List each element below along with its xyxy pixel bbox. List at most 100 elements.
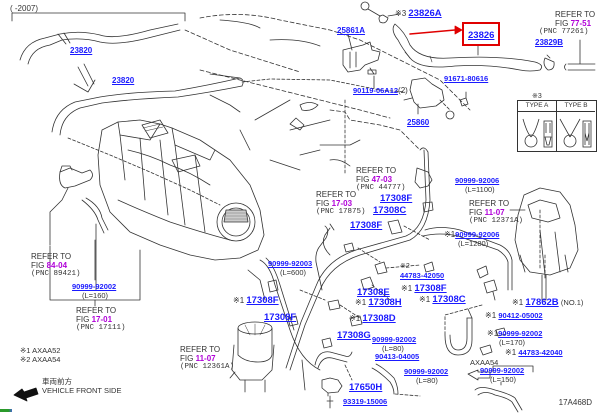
ref-fig-prefix: FIG xyxy=(76,315,90,324)
engine-head-outline xyxy=(184,14,471,151)
intake-manifold xyxy=(97,119,265,261)
length: (L=160) xyxy=(82,291,109,300)
part-23826A[interactable]: 23826A xyxy=(408,8,442,19)
part-90412-05002[interactable]: 90412-05002 xyxy=(498,311,543,320)
note-mark: ※1 xyxy=(233,296,245,305)
type-b-header: TYPE B xyxy=(557,102,595,112)
hose-23820-old xyxy=(19,23,179,61)
part-91671-80616[interactable]: 91671-80616 xyxy=(444,74,489,83)
ref-fig-prefix: FIG xyxy=(31,261,45,270)
part-17308F-a[interactable]: 17308F xyxy=(380,193,413,204)
part-17308F-d-label: ※1 17308F xyxy=(233,295,279,306)
ref-11-07-lower: REFER TO FIG 11-07 (PNC 12361A) xyxy=(180,345,234,372)
length: (L=80) xyxy=(416,376,438,385)
part-17308G[interactable]: 17308G xyxy=(337,330,371,341)
fig-link-84-04[interactable]: 84-04 xyxy=(46,261,68,270)
status-strip xyxy=(0,409,12,412)
part-44783-42040-label: ※1 44783-42040 xyxy=(505,348,563,357)
part-17308F-b[interactable]: 17308F xyxy=(350,220,383,231)
part-23826A-label: ※3 23826A xyxy=(395,8,442,19)
part-23820-upper[interactable]: 23820 xyxy=(70,46,93,55)
ref-77-51: REFER TO FIG 77-51 (PNC 77261) xyxy=(539,10,596,37)
part-17308C-b-label: ※1 17308C xyxy=(419,294,466,305)
part-17308E[interactable]: 17308E xyxy=(357,287,390,298)
part-17862B-label: ※1 17862B (NO.1) xyxy=(512,297,584,308)
ref-text: REFER TO xyxy=(555,10,596,19)
ref-84-04: REFER TO FIG 84-04 (PNC 89421) xyxy=(31,252,81,279)
ref-pnc: (PNC 17875) xyxy=(316,208,366,216)
length: (L=1280) xyxy=(458,239,489,248)
note-mark: ※2 xyxy=(400,263,410,270)
part-90999-92002-80b[interactable]: 90999-92002 xyxy=(404,367,449,376)
engine-head-detail xyxy=(209,19,361,171)
part-17308F-d[interactable]: 17308F xyxy=(246,295,279,306)
part-90119-06A12[interactable]: 90119-06A12 xyxy=(353,86,399,95)
year-bracket xyxy=(11,12,186,22)
part-23829B[interactable]: 23829B xyxy=(535,38,564,47)
part-23826[interactable]: 23826 xyxy=(468,30,495,41)
part-17308C-b[interactable]: 17308C xyxy=(432,294,466,305)
solenoid-25860 xyxy=(409,77,445,109)
ref-text: REFER TO xyxy=(356,166,397,175)
part-23820-lower[interactable]: 23820 xyxy=(112,76,135,85)
axaa54-label: AXAA54 xyxy=(470,358,499,367)
arrow-left xyxy=(467,369,491,381)
part-suffix: (NO.1) xyxy=(560,298,584,307)
part-44783-42040[interactable]: 44783-42040 xyxy=(518,348,563,357)
clip-type-a-icon xyxy=(522,118,553,148)
small-clips xyxy=(267,201,507,349)
arrow-down xyxy=(73,63,96,93)
part-90999-92006-1100[interactable]: 90999-92006 xyxy=(455,176,500,185)
clip-23829B xyxy=(543,54,555,71)
fig-link-17-03[interactable]: 17-03 xyxy=(331,199,353,208)
clip-type-b-icon xyxy=(559,118,592,148)
ref-pnc: (PNC 12361A) xyxy=(180,363,235,371)
part-90999-92006-1280[interactable]: 90999-92006 xyxy=(455,230,500,239)
fig-link-11-07-lower[interactable]: 11-07 xyxy=(195,354,216,363)
hose-150 xyxy=(474,387,523,413)
ref-17-01: REFER TO FIG 17-01 (PNC 17111) xyxy=(76,306,126,333)
fig-link-11-07-upper[interactable]: 11-07 xyxy=(484,208,505,217)
note-axaa54: ※2 AXAA54 xyxy=(20,355,61,364)
ref-47-03: REFER TO FIG 47-03 (PNC 44777) xyxy=(356,166,406,193)
part-17650H[interactable]: 17650H xyxy=(349,382,383,393)
filter-12361A xyxy=(229,321,275,393)
part-44783-42050[interactable]: 44783-42050 xyxy=(400,271,445,280)
ref-pnc: (PNC 77261) xyxy=(539,28,589,36)
fig-link-47-03[interactable]: 47-03 xyxy=(371,175,393,184)
part-90999-92002-170[interactable]: 90999-92002 xyxy=(498,329,543,338)
hose-small-loop xyxy=(444,317,473,356)
part-90999-92002-80a[interactable]: 90999-92002 xyxy=(372,335,417,344)
part-25861A[interactable]: 25861A xyxy=(337,26,366,35)
part-17308D-label: ※1 17308D xyxy=(349,313,396,324)
clip-type-table: TYPE A TYPE B xyxy=(517,100,597,152)
part-93319-15006[interactable]: 93319-15006 xyxy=(343,397,388,406)
ref-text: REFER TO xyxy=(31,252,72,261)
part-90413-04005[interactable]: 90413-04005 xyxy=(375,352,420,361)
year-range-label: ( -2007) xyxy=(10,4,39,13)
sensor-left xyxy=(59,167,93,189)
part-17308D[interactable]: 17308D xyxy=(362,313,396,324)
fig-link-77-51[interactable]: 77-51 xyxy=(570,19,592,28)
hose-170-label: ※190999-92002 (L=170) xyxy=(487,329,542,347)
length: (L=150) xyxy=(490,375,517,384)
hose-80b-label: 90999-92002 (L=80) xyxy=(404,367,448,385)
part-17308F-c[interactable]: 17308F xyxy=(414,283,447,294)
fig-link-17-01[interactable]: 17-01 xyxy=(91,315,113,324)
part-90999-92003[interactable]: 90999-92003 xyxy=(268,259,313,268)
note-mark: ※1 xyxy=(444,230,456,239)
vacuum-hoses xyxy=(247,147,513,391)
part-17862B[interactable]: 17862B xyxy=(525,297,559,308)
fitting-17862B xyxy=(483,279,498,294)
part-17308F-e[interactable]: 17308F xyxy=(264,312,297,323)
vsv-17650H xyxy=(321,377,343,394)
front-arrow xyxy=(13,387,39,402)
part-90999-92002-150[interactable]: 90999-92002 xyxy=(480,366,525,375)
ref-fig-prefix: FIG xyxy=(469,208,483,217)
part-90999-92002-160[interactable]: 90999-92002 xyxy=(72,282,117,291)
ref-17-03: REFER TO FIG 17-03 (PNC 17875) xyxy=(316,190,366,217)
part-17308H[interactable]: 17308H xyxy=(368,297,402,308)
part-17308C-a[interactable]: 17308C xyxy=(373,205,407,216)
part-25860[interactable]: 25860 xyxy=(407,118,430,127)
